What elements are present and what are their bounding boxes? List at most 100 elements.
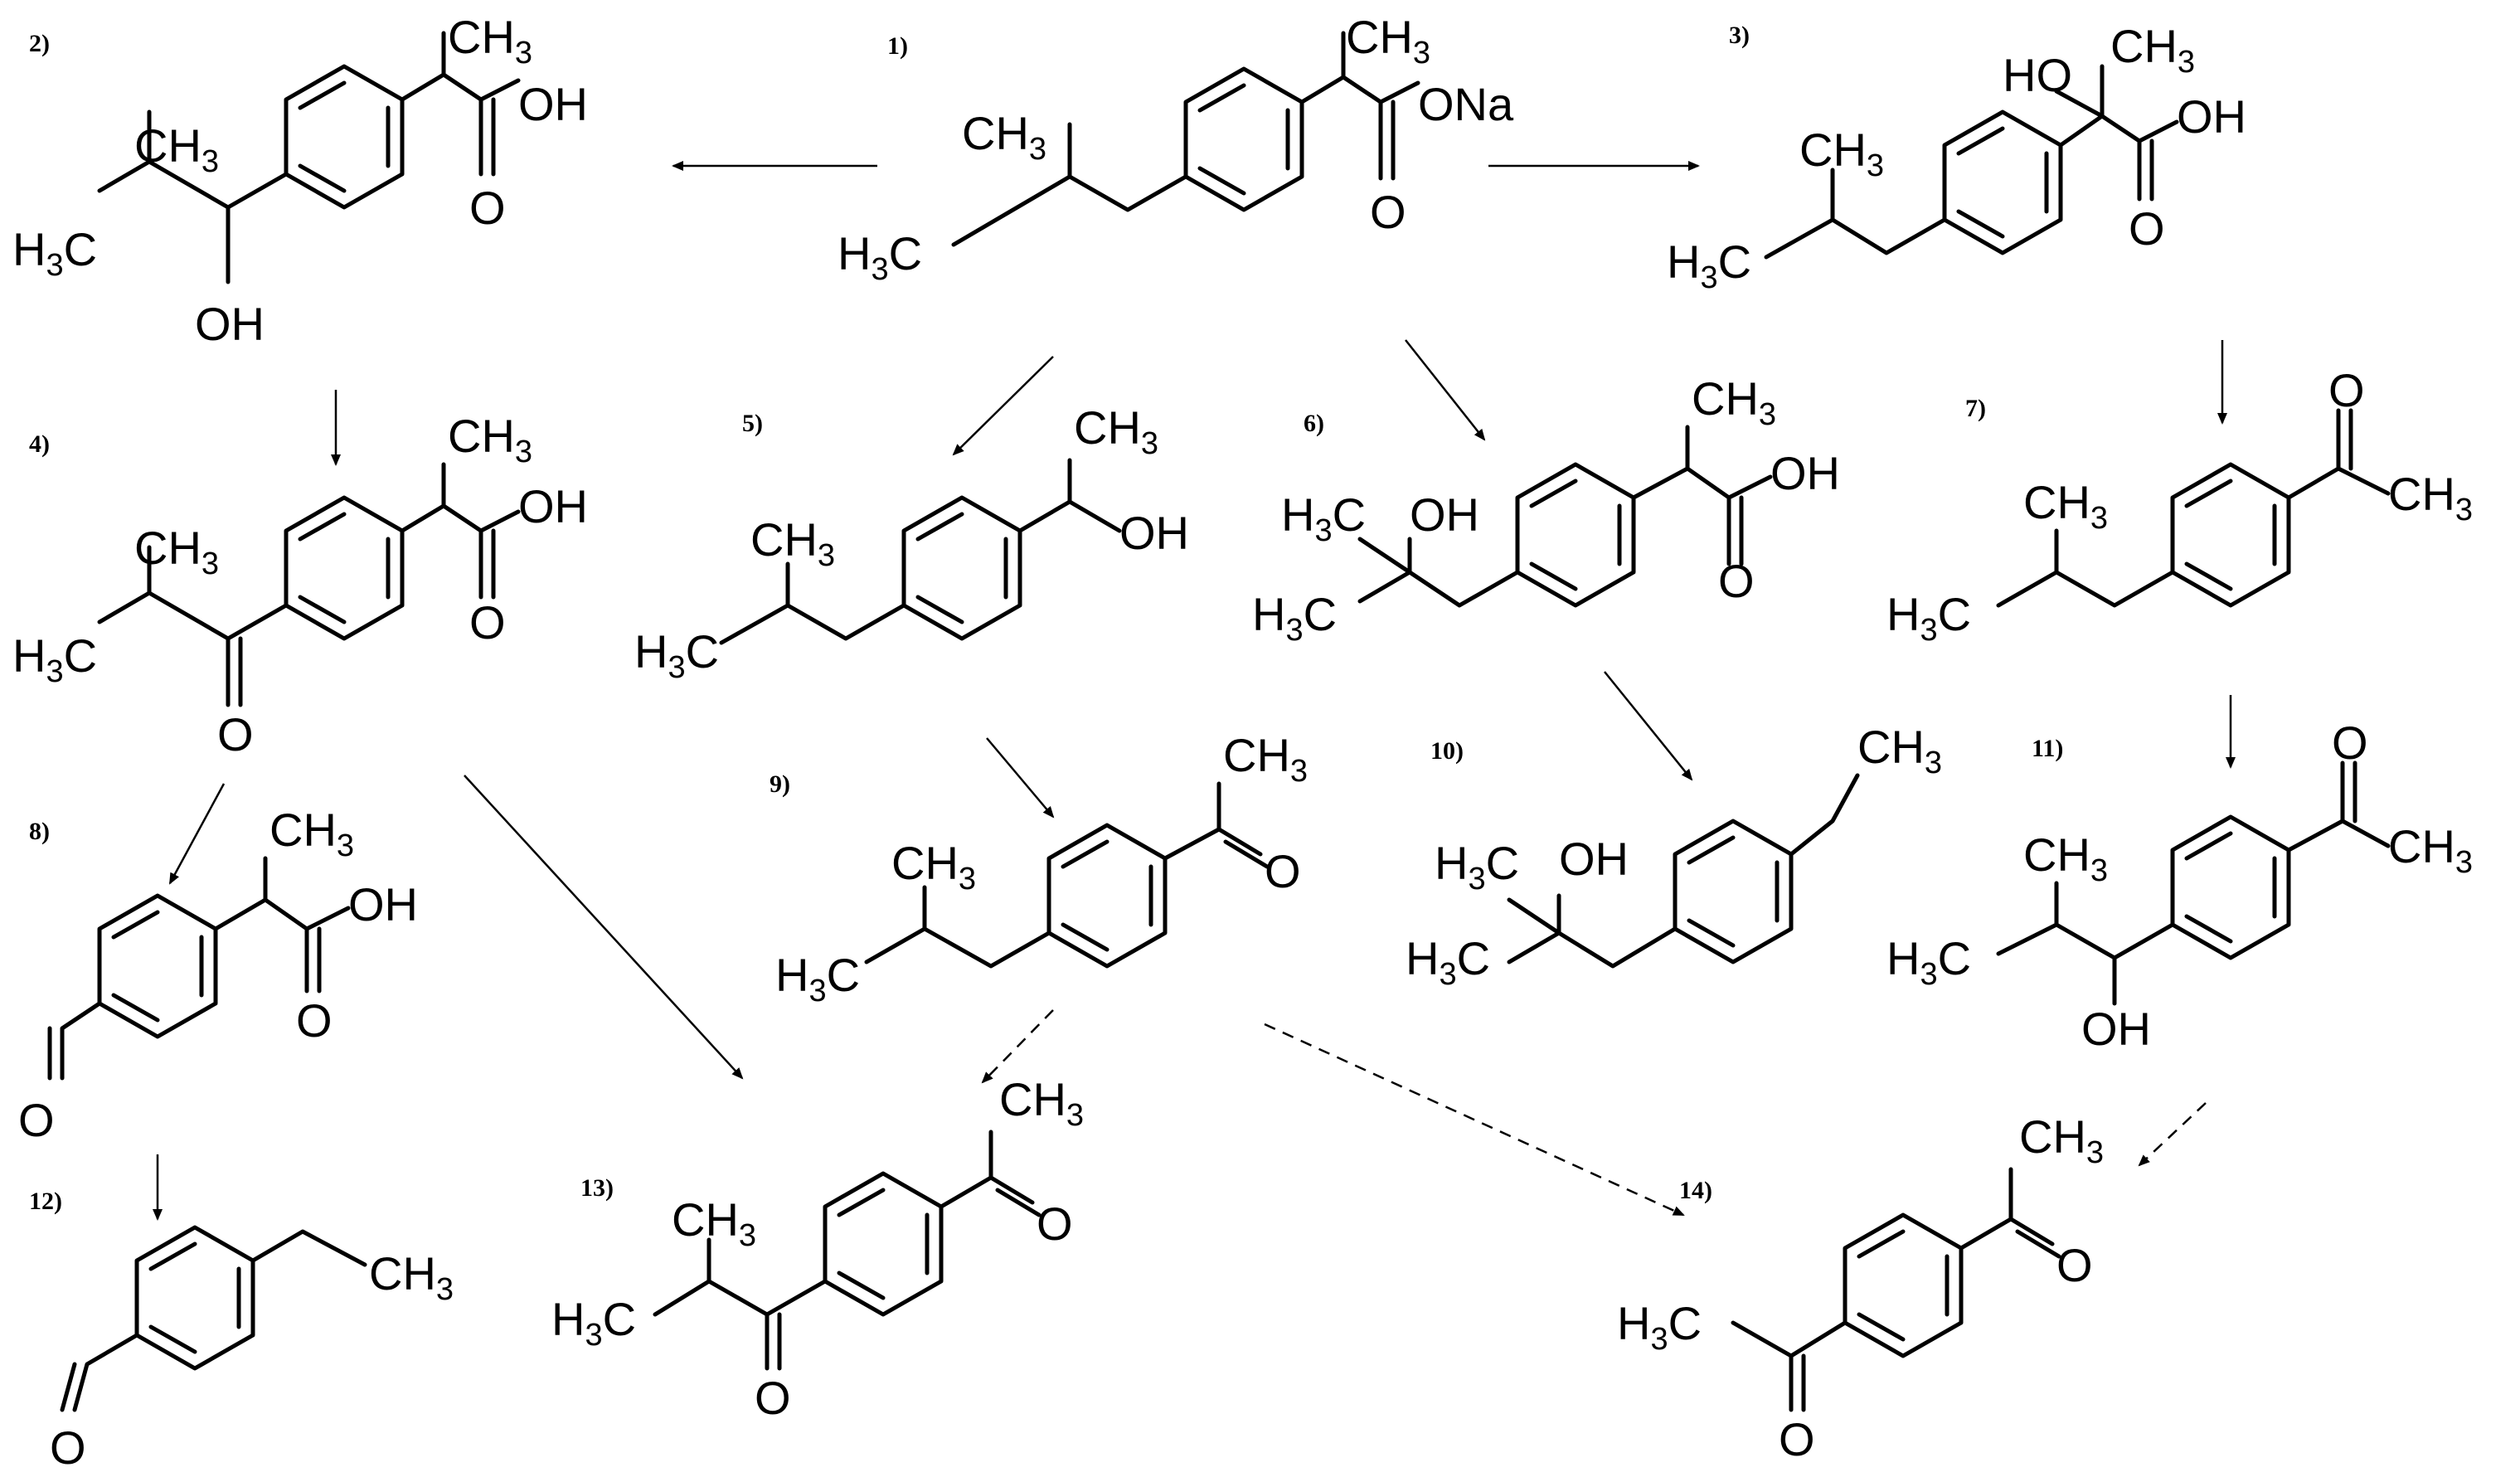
atom-oh: OH bbox=[1410, 488, 1479, 541]
label-compound-4: 4) bbox=[29, 430, 50, 458]
atom-h3c: H3C bbox=[12, 629, 97, 689]
atom-ch3: CH3 bbox=[369, 1247, 454, 1307]
atom-ch3: CH3 bbox=[999, 1073, 1084, 1133]
label-compound-1: 1) bbox=[887, 32, 908, 60]
arrow-5-to-9 bbox=[986, 737, 1055, 819]
atom-ch3: CH3 bbox=[2110, 20, 2195, 80]
atom-o: O bbox=[18, 1094, 55, 1146]
atom-o: O bbox=[1779, 1413, 1815, 1465]
atom-oh: OH bbox=[518, 480, 588, 532]
atom-ch3: CH3 bbox=[2019, 1110, 2104, 1170]
compound-8-structure: CH3 OH O O bbox=[18, 804, 418, 1146]
label-compound-12: 12) bbox=[29, 1188, 62, 1215]
label-compound-5: 5) bbox=[742, 410, 763, 437]
reaction-arrows bbox=[153, 161, 2236, 1221]
atom-h3c: H3C bbox=[1886, 932, 1971, 992]
atom-o: O bbox=[217, 708, 254, 760]
atom-ch3: CH3 bbox=[448, 410, 532, 469]
atom-ch3: CH3 bbox=[750, 513, 835, 573]
atom-ch3: CH3 bbox=[134, 119, 219, 179]
atom-o: O bbox=[2328, 364, 2365, 416]
arrow-4-to-8 bbox=[168, 783, 226, 885]
atom-h3c: H3C bbox=[1406, 932, 1490, 992]
atom-o: O bbox=[469, 182, 506, 234]
atom-ch3: CH3 bbox=[269, 804, 354, 863]
label-compound-13: 13) bbox=[580, 1174, 614, 1202]
atom-h3c: H3C bbox=[1435, 837, 1519, 896]
compound-4-structure: CH3 OH O CH3 H3C O bbox=[12, 410, 588, 760]
compound-5-structure: CH3 OH CH3 H3C bbox=[634, 401, 1189, 685]
label-compound-3: 3) bbox=[1729, 22, 1750, 49]
atom-h3c: H3C bbox=[1886, 588, 1971, 648]
atom-oh: OH bbox=[348, 878, 418, 930]
atom-ch3: CH3 bbox=[134, 522, 219, 581]
atom-h3c: H3C bbox=[838, 227, 922, 287]
atom-o: O bbox=[1370, 186, 1406, 238]
label-compound-11: 11) bbox=[2032, 735, 2063, 762]
label-compound-8: 8) bbox=[29, 818, 50, 845]
label-compound-10: 10) bbox=[1430, 737, 1464, 765]
atom-oh: OH bbox=[2177, 90, 2246, 143]
compound-9-structure: CH3 O CH3 H3C bbox=[775, 729, 1308, 1008]
atom-ch3: CH3 bbox=[1692, 372, 1776, 432]
arrow-1-to-5 bbox=[952, 356, 1054, 456]
atom-o: O bbox=[2129, 202, 2165, 255]
atom-o: O bbox=[2332, 717, 2368, 769]
atom-oh: OH bbox=[195, 298, 265, 350]
compound-7-structure: O CH3 CH3 H3C bbox=[1886, 364, 2473, 648]
atom-oh: OH bbox=[1559, 833, 1629, 885]
atom-h3c: H3C bbox=[775, 949, 860, 1008]
atom-ch3: CH3 bbox=[1223, 729, 1308, 789]
atom-o: O bbox=[50, 1421, 86, 1474]
compound-6-structure: CH3 OH O H3C OH H3C bbox=[1252, 372, 1840, 648]
compound-11-structure: O CH3 CH3 H3C OH bbox=[1886, 717, 2473, 1055]
atom-h3c: H3C bbox=[634, 625, 719, 685]
compound-12-structure: CH3 O bbox=[50, 1225, 454, 1474]
atom-ch3: CH3 bbox=[2023, 476, 2108, 536]
atom-h3c: H3C bbox=[1617, 1297, 1702, 1357]
atom-h3c: H3C bbox=[1252, 588, 1337, 648]
atom-ona: ONa bbox=[1418, 78, 1514, 130]
label-compound-14: 14) bbox=[1679, 1177, 1712, 1204]
atom-ch3: CH3 bbox=[2388, 820, 2473, 880]
label-compound-9: 9) bbox=[770, 770, 790, 798]
atom-h3c: H3C bbox=[12, 223, 97, 283]
atom-oh: OH bbox=[2081, 1003, 2151, 1055]
atom-oh: OH bbox=[1119, 507, 1189, 559]
atom-ch3: CH3 bbox=[962, 107, 1046, 167]
atom-oh: OH bbox=[1770, 447, 1840, 499]
compound-labels: 2) 1) 3) 4) 5) 6) 7) 8) 9) 10) 11) 12) 1… bbox=[29, 22, 2063, 1215]
atom-h3c: H3C bbox=[1667, 236, 1751, 295]
atom-ch3: CH3 bbox=[1346, 11, 1430, 70]
arrow-4-to-13 bbox=[464, 775, 744, 1080]
atom-ch3: CH3 bbox=[672, 1193, 756, 1253]
atom-ch3: CH3 bbox=[1857, 721, 1942, 780]
atom-oh: OH bbox=[518, 78, 588, 130]
atom-ch3: CH3 bbox=[2388, 468, 2473, 527]
atom-o: O bbox=[755, 1372, 791, 1424]
compound-2-structure: CH3 OH O CH3 H3C OH bbox=[12, 11, 588, 350]
label-compound-6: 6) bbox=[1304, 410, 1324, 437]
atom-o: O bbox=[1265, 845, 1301, 897]
atom-ch3: CH3 bbox=[1074, 401, 1158, 461]
atom-o: O bbox=[2056, 1239, 2093, 1291]
compound-10-structure: CH3 H3C OH H3C bbox=[1406, 721, 1942, 992]
compound-3-structure: CH3 HO OH O CH3 H3C bbox=[1667, 20, 2246, 295]
atom-ch3: CH3 bbox=[448, 11, 532, 70]
atom-o: O bbox=[296, 994, 333, 1047]
atom-o: O bbox=[1037, 1198, 1073, 1250]
atom-ch3: CH3 bbox=[891, 837, 976, 896]
atom-ho: HO bbox=[2003, 49, 2072, 101]
compound-14-structure: CH3 O H3C O bbox=[1617, 1110, 2104, 1465]
atom-o: O bbox=[1718, 555, 1755, 607]
atom-ch3: CH3 bbox=[1799, 124, 1884, 183]
arrow-9-to-14 bbox=[1264, 1023, 1685, 1217]
arrow-6-to-10 bbox=[1604, 671, 1693, 781]
arrow-1-to-6 bbox=[1405, 339, 1486, 441]
arrow-9-to-13 bbox=[981, 1009, 1054, 1084]
label-compound-2: 2) bbox=[29, 30, 50, 57]
atom-h3c: H3C bbox=[1281, 488, 1366, 548]
atom-o: O bbox=[469, 596, 506, 649]
arrow-11-to-14 bbox=[2138, 1102, 2207, 1167]
